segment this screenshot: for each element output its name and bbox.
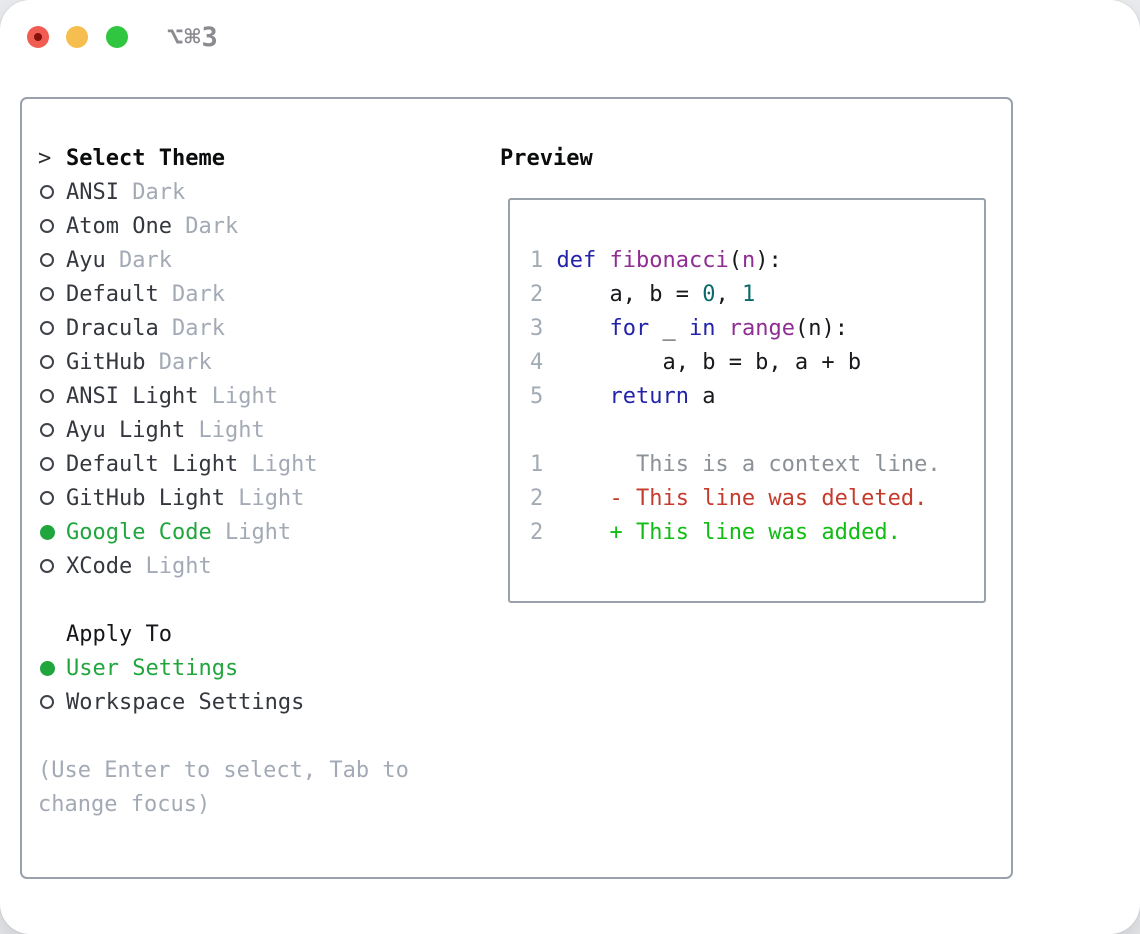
- theme-name: Ayu Light: [66, 417, 186, 443]
- apply-to-header: Apply To: [38, 617, 409, 651]
- theme-name: GitHub: [66, 349, 146, 375]
- code-line: 4 a, b = b, a + b: [530, 350, 862, 375]
- radio-icon: [40, 491, 54, 505]
- theme-option-ayu-light[interactable]: Ayu Light Light: [38, 413, 409, 447]
- radio-icon: [40, 219, 54, 233]
- theme-variant: Dark: [145, 349, 212, 375]
- theme-name: ANSI Light: [66, 383, 199, 409]
- code-line: 1 This is a context line.: [530, 452, 941, 477]
- code-line: 2 - This line was deleted.: [530, 486, 928, 511]
- theme-option-default[interactable]: Default Dark: [38, 277, 409, 311]
- theme-variant: Dark: [105, 247, 172, 273]
- theme-name: GitHub Light: [66, 485, 225, 511]
- theme-variant: Light: [211, 519, 292, 545]
- code-line: 3 for _ in range(n):: [530, 316, 848, 341]
- theme-option-default-light[interactable]: Default Light Light: [38, 447, 409, 481]
- code-line: 1 def fibonacci(n):: [530, 248, 782, 273]
- theme-variant: Light: [185, 417, 265, 443]
- theme-name: Ayu: [66, 247, 106, 273]
- preview-title: Preview: [500, 145, 593, 171]
- theme-variant: Light: [238, 451, 318, 477]
- cursor-indicator: >: [38, 145, 52, 171]
- theme-option-ansi-light[interactable]: ANSI Light Light: [38, 379, 409, 413]
- apply-option-label: Workspace Settings: [66, 689, 305, 715]
- theme-option-ansi[interactable]: ANSI Dark: [38, 175, 409, 209]
- minimize-button[interactable]: [66, 26, 88, 48]
- radio-icon: [40, 695, 54, 709]
- radio-icon: [40, 185, 54, 199]
- theme-variant: Dark: [118, 179, 186, 205]
- radio-icon: [40, 559, 54, 573]
- theme-variant: Dark: [158, 281, 225, 307]
- code-preview: 1 def fibonacci(n): 2 a, b = 0, 1 3 for _ …: [510, 200, 984, 550]
- theme-name: Default Light: [66, 451, 239, 477]
- theme-option-github-light[interactable]: GitHub Light Light: [38, 481, 409, 515]
- apply-option-label: User Settings: [66, 655, 239, 681]
- select-theme-header: > Select Theme: [38, 141, 409, 175]
- preview-header-row: Preview: [500, 141, 593, 175]
- close-button[interactable]: [27, 26, 49, 48]
- radio-icon: [40, 287, 54, 301]
- apply-to-title: Apply To: [66, 621, 172, 647]
- preview-box: 1 def fibonacci(n): 2 a, b = 0, 1 3 for _ …: [508, 198, 986, 603]
- theme-name: Dracula: [66, 315, 159, 341]
- theme-name: ANSI: [66, 179, 119, 205]
- code-line: 2 a, b = 0, 1: [530, 282, 756, 307]
- code-line: [530, 414, 984, 448]
- window-title: ⌥⌘3: [167, 22, 219, 53]
- code-line: 5 return a: [530, 384, 716, 409]
- theme-variant: Dark: [158, 315, 225, 341]
- radio-selected-icon: [40, 660, 55, 676]
- theme-option-github[interactable]: GitHub Dark: [38, 345, 409, 379]
- spacer: [38, 583, 409, 617]
- radio-icon: [40, 457, 54, 471]
- theme-option-dracula[interactable]: Dracula Dark: [38, 311, 409, 345]
- radio-icon: [40, 355, 54, 369]
- radio-icon: [40, 253, 54, 267]
- maximize-button[interactable]: [106, 26, 128, 48]
- titlebar: ⌥⌘3: [0, 0, 1140, 74]
- apply-option-user-settings[interactable]: User Settings: [38, 651, 409, 685]
- theme-variant: Light: [224, 485, 305, 511]
- code-line: 2 + This line was added.: [530, 520, 901, 545]
- theme-variant: Light: [132, 553, 212, 579]
- theme-option-atom-one[interactable]: Atom One Dark: [38, 209, 409, 243]
- select-theme-title: Select Theme: [66, 145, 225, 171]
- help-text-line-1: (Use Enter to select, Tab to: [38, 757, 409, 783]
- radio-icon: [40, 423, 54, 437]
- help-text-line-2: change focus): [38, 791, 211, 817]
- spacer: [38, 719, 409, 753]
- theme-name: XCode: [66, 553, 133, 579]
- theme-variant: Light: [198, 383, 278, 409]
- theme-name: Atom One: [66, 213, 172, 239]
- theme-variant: Dark: [171, 213, 239, 239]
- radio-icon: [40, 389, 54, 403]
- theme-name: Default: [66, 281, 159, 307]
- theme-option-ayu[interactable]: Ayu Dark: [38, 243, 409, 277]
- radio-icon: [40, 321, 54, 335]
- apply-option-workspace-settings[interactable]: Workspace Settings: [38, 685, 409, 719]
- theme-option-google-code[interactable]: Google Code Light: [38, 515, 409, 549]
- theme-option-xcode[interactable]: XCode Light: [38, 549, 409, 583]
- theme-name: Google Code: [66, 519, 212, 545]
- radio-selected-icon: [40, 524, 55, 540]
- close-dot-icon: [34, 33, 42, 41]
